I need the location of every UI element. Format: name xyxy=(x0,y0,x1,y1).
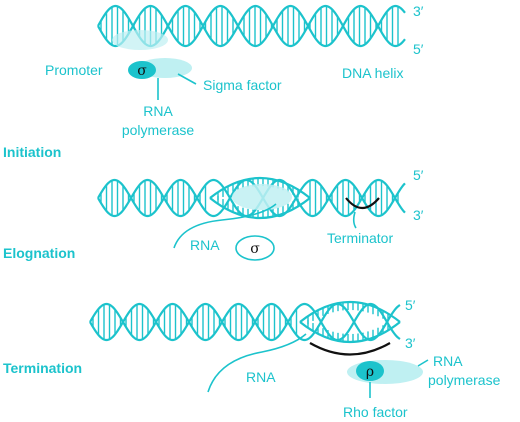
terminator-label: Terminator xyxy=(327,230,393,246)
terminator-leader xyxy=(352,211,357,229)
stage3-3prime-label: 3′ xyxy=(405,335,416,351)
rho-factor-bubble xyxy=(356,361,384,381)
stage3-bubble-bottom xyxy=(299,321,401,343)
stage2-3prime-label: 3′ xyxy=(413,207,424,223)
stage3-5prime-label: 5′ xyxy=(405,297,416,313)
stage3-bubble-ticks xyxy=(307,302,389,342)
stage3-rna-label: RNA xyxy=(246,369,276,385)
stage2-5prime-label: 5′ xyxy=(413,167,424,183)
stage2-bubble-top xyxy=(209,177,311,199)
stage3-polymerase-leader xyxy=(417,359,429,367)
elongation-label: Elognation xyxy=(3,245,75,261)
stage2-helix xyxy=(97,178,406,218)
sigma-factor-bubble xyxy=(128,61,156,79)
stage3-terminator-segment xyxy=(309,342,391,356)
stage3-open-bubble xyxy=(299,301,401,343)
stage3-strand-b xyxy=(89,302,401,342)
stage2-bubble-bottom xyxy=(209,197,311,219)
sigma-symbol: σ xyxy=(137,63,147,79)
stage2-strand-b xyxy=(97,178,406,218)
rna-polymerase-label-line1: RNA xyxy=(143,103,173,119)
sigma-factor-leader xyxy=(177,73,197,85)
stage2-rna-strand xyxy=(173,203,277,249)
rho-symbol: ρ xyxy=(366,364,374,380)
rho-factor-label: Rho factor xyxy=(343,404,408,420)
stage1-5prime-label: 5′ xyxy=(413,41,424,57)
initiation-label: Initiation xyxy=(3,144,61,160)
stage1-3prime-label: 3′ xyxy=(413,3,424,19)
rna-polymerase-label-line2: polymerase xyxy=(122,122,195,138)
promoter-label: Promoter xyxy=(45,62,103,78)
termination-label: Termination xyxy=(3,360,82,376)
stage3-helix xyxy=(89,302,401,342)
promoter-highlight xyxy=(112,30,168,50)
released-sigma-bubble xyxy=(235,235,275,261)
released-sigma-symbol: σ xyxy=(250,241,260,257)
sigma-factor-label: Sigma factor xyxy=(203,77,282,93)
stage1-strand-a xyxy=(97,4,406,48)
stage2-rna-label: RNA xyxy=(190,237,220,253)
stage3-rna-polymerase-line2: polymerase xyxy=(428,372,501,388)
terminator-segment xyxy=(345,197,380,210)
stage2-polymerase-shape xyxy=(232,184,292,210)
stage3-strand-a xyxy=(89,302,401,342)
stage2-strand-a xyxy=(97,178,406,218)
stage3-rna-polymerase-line1: RNA xyxy=(433,353,463,369)
stage3-rna-strand xyxy=(207,333,307,393)
stage3-bubble-top xyxy=(299,301,401,323)
dna-helix-label: DNA helix xyxy=(342,65,403,81)
stage3-helix-rungs xyxy=(92,304,298,340)
